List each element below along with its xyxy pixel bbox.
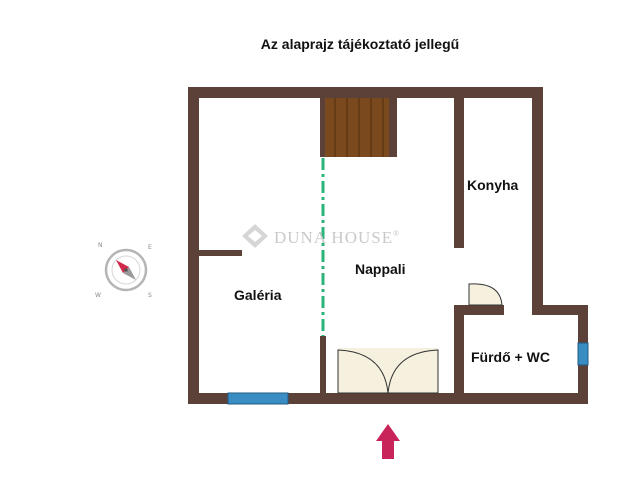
compass-letter-e: E [148, 244, 152, 251]
room-label-konyha: Konyha [467, 177, 519, 193]
watermark-reg: ® [393, 229, 400, 238]
entrance-arrow-icon [376, 424, 400, 459]
compass-letter-n: N [98, 242, 103, 249]
room-label-nappali: Nappali [355, 261, 406, 277]
walls [188, 87, 588, 404]
window-bathroom [577, 342, 589, 366]
entrance-door [337, 348, 439, 394]
room-label-furdo: Fürdő + WC [471, 349, 550, 365]
watermark-text: DUNA HOUSE [274, 228, 393, 247]
compass-icon: N E S W [95, 242, 152, 299]
room-label-galeria: Galéria [234, 287, 282, 303]
window-bottom-left [227, 392, 289, 405]
compass-letter-s: S [148, 292, 152, 299]
staircase [323, 97, 397, 157]
plan-title: Az alaprajz tájékoztató jellegű [260, 36, 460, 52]
watermark: DUNA HOUSE ® [242, 224, 400, 248]
bathroom-door [468, 283, 503, 306]
compass-letter-w: W [95, 292, 101, 299]
